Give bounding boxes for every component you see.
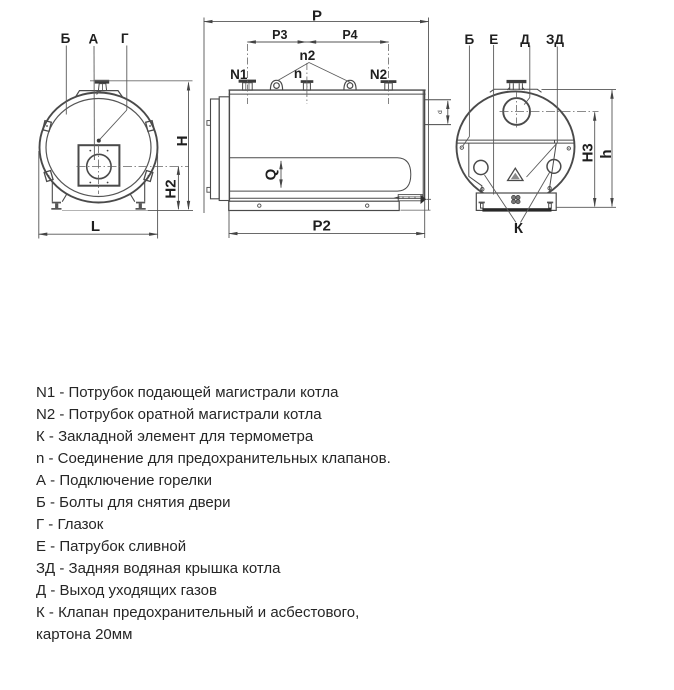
svg-text:n2: n2	[300, 48, 316, 63]
svg-text:Б: Б	[465, 32, 475, 47]
svg-text:Г: Г	[121, 31, 129, 46]
svg-text:P3: P3	[272, 28, 287, 42]
svg-text:H2: H2	[163, 179, 180, 198]
svg-text:P2: P2	[313, 218, 331, 235]
svg-text:К: К	[514, 220, 524, 237]
svg-text:Б: Б	[61, 31, 71, 46]
svg-text:d: d	[437, 110, 444, 114]
svg-text:А: А	[89, 31, 99, 46]
svg-text:h: h	[598, 149, 615, 158]
svg-text:P4: P4	[342, 28, 357, 42]
svg-text:H3: H3	[579, 143, 596, 162]
svg-text:n: n	[294, 66, 302, 81]
svg-text:N2: N2	[370, 67, 387, 82]
svg-text:ЗД: ЗД	[546, 32, 564, 47]
svg-text:Д: Д	[520, 32, 530, 47]
svg-text:Е: Е	[489, 32, 498, 47]
svg-text:P: P	[312, 7, 322, 24]
svg-text:N1: N1	[230, 67, 248, 82]
svg-text:Q: Q	[263, 168, 280, 180]
svg-text:L: L	[91, 218, 100, 235]
svg-text:H: H	[174, 136, 191, 147]
